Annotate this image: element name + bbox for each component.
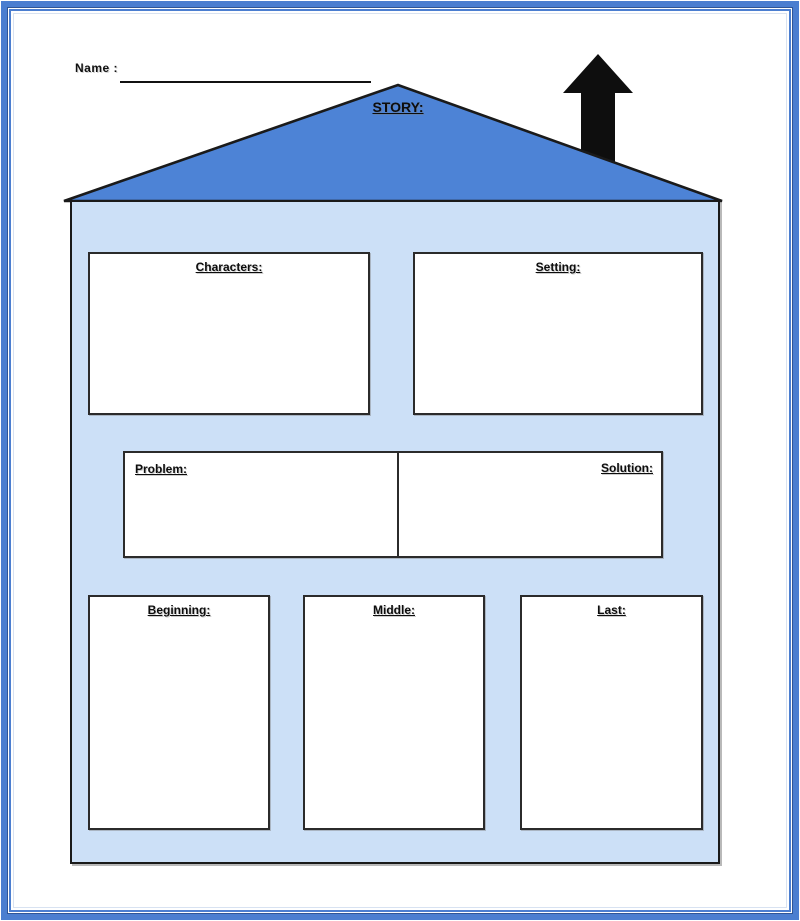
story-title: STORY:: [372, 99, 424, 115]
solution-label: Solution:: [601, 461, 653, 475]
name-label: Name :: [75, 61, 119, 75]
solution-cell[interactable]: Solution:: [399, 453, 661, 556]
setting-box[interactable]: Setting:: [413, 252, 703, 415]
problem-label: Problem:: [135, 462, 188, 476]
chimney-arrow-icon: [563, 54, 633, 166]
problem-solution-box[interactable]: Problem: Solution:: [123, 451, 663, 558]
characters-label: Characters:: [195, 260, 263, 274]
beginning-label: Beginning:: [147, 603, 211, 617]
beginning-box[interactable]: Beginning:: [88, 595, 270, 830]
middle-box[interactable]: Middle:: [303, 595, 485, 830]
problem-cell[interactable]: Problem:: [125, 453, 399, 556]
middle-label: Middle:: [373, 603, 415, 617]
last-box[interactable]: Last:: [520, 595, 703, 830]
last-label: Last:: [597, 603, 626, 617]
characters-box[interactable]: Characters:: [88, 252, 370, 415]
name-input-line[interactable]: [120, 62, 371, 83]
setting-label: Setting:: [535, 260, 581, 274]
